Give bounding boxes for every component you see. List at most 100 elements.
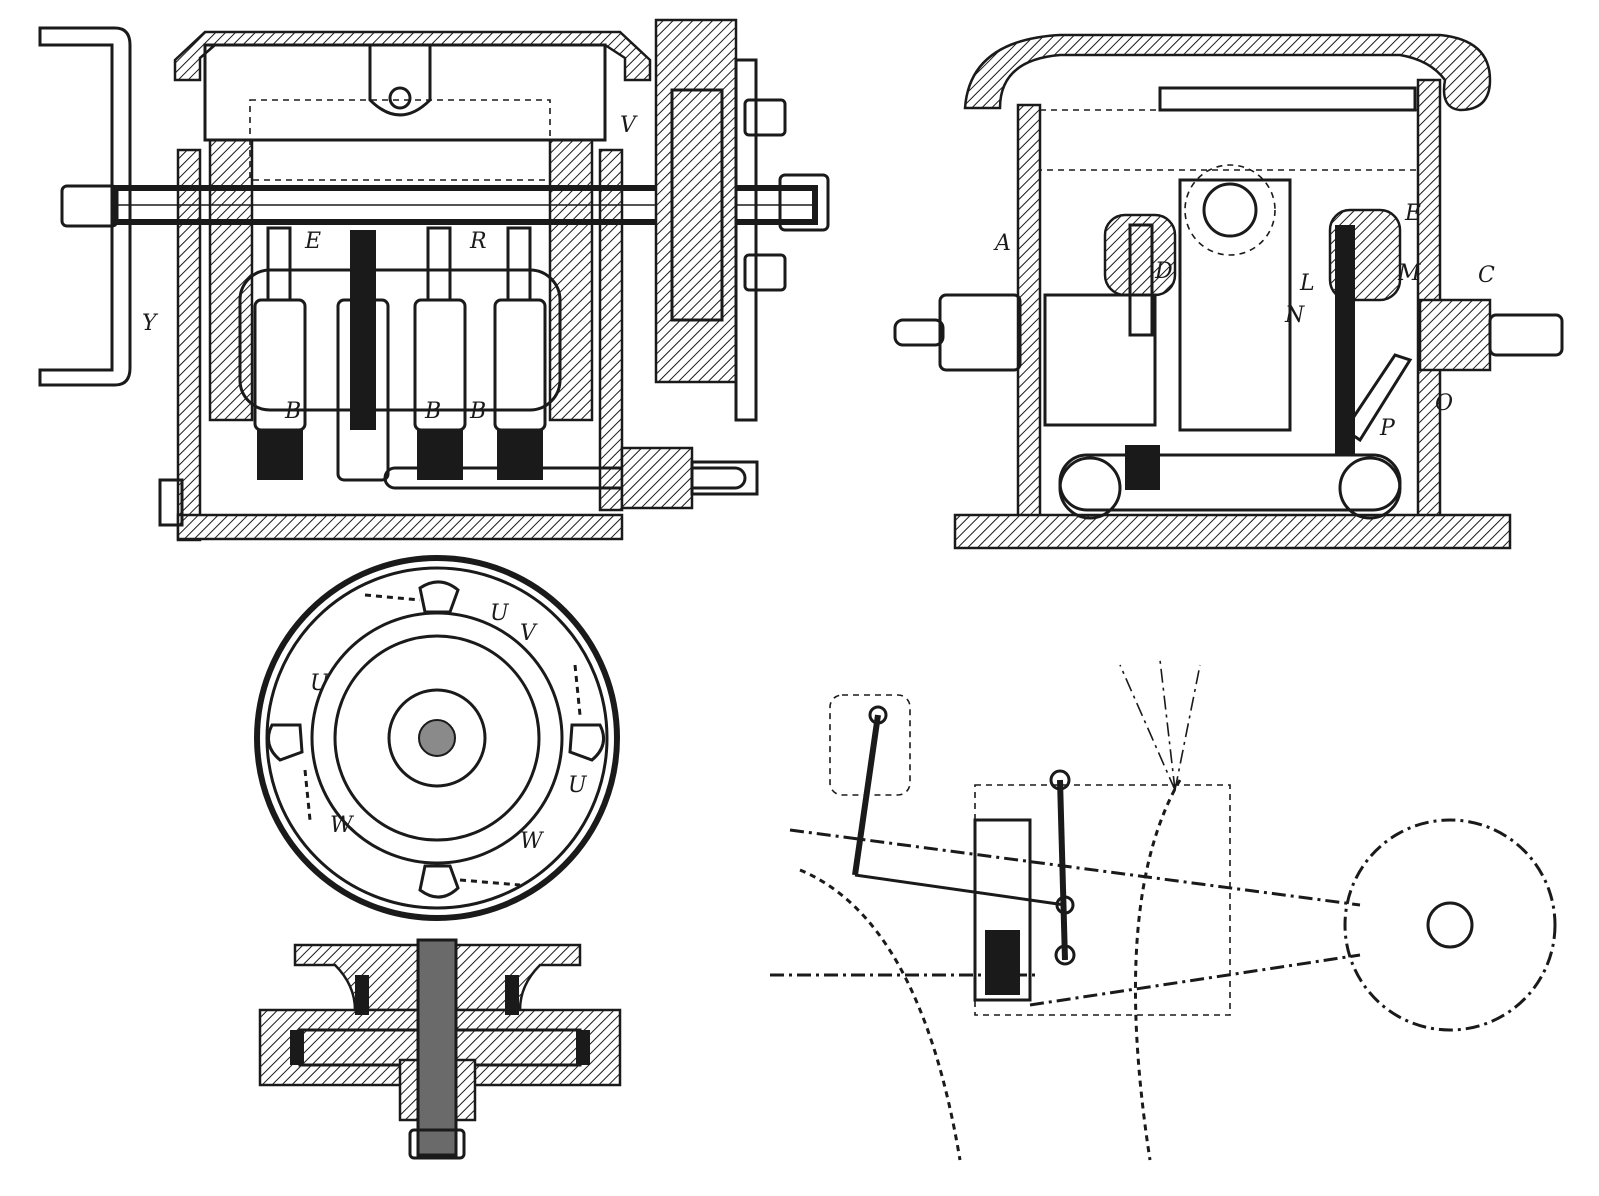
linkage-right-curve [1133, 779, 1182, 1161]
label-B-1: B [284, 399, 301, 424]
cross-section-view: A D E L M N C P O [893, 33, 1564, 550]
cross-chamber [1039, 109, 1419, 171]
pump-d-plunger [1125, 445, 1160, 490]
upper-chamber [203, 43, 607, 142]
linkage-wheel-hub [1426, 901, 1474, 949]
flywheel-hub-inner [387, 688, 487, 788]
cross-shaft [1202, 182, 1258, 238]
cross-lid [963, 33, 1492, 112]
flywheel-pawls [266, 580, 606, 899]
linkage-diagram-view [770, 659, 1557, 1161]
outlet-pipe [383, 466, 747, 490]
pump-d-stem [1128, 223, 1154, 337]
label-N: N [1284, 303, 1305, 328]
section-left-stud [290, 1030, 304, 1065]
shaft-end-nut [778, 173, 830, 232]
right-valve [1418, 298, 1492, 372]
linkage-wheel [1343, 818, 1557, 1032]
drive-bracket [734, 58, 758, 422]
linkage-crossbar [854, 873, 1066, 907]
left-fitting [938, 293, 1022, 372]
right-nozzle [1488, 313, 1564, 357]
cross-base [953, 513, 1512, 550]
left-block [1043, 293, 1157, 427]
outlet-nozzle [690, 460, 759, 496]
section-right-pin [505, 975, 519, 1015]
cross-rack [1158, 86, 1417, 112]
label-L: L [1299, 271, 1315, 296]
casing-right-wall [598, 148, 624, 512]
label-B-3: B [469, 399, 486, 424]
flywheel-springs [303, 593, 582, 887]
linkage-beam-bottom [1029, 953, 1361, 1007]
linkage-lower-curve [799, 868, 962, 1161]
linkage-pivot-3 [1055, 895, 1075, 915]
drive-housing-inner [670, 88, 724, 322]
label-U-2: U [310, 671, 330, 696]
drive-housing [654, 18, 738, 384]
cross-slide [1178, 178, 1292, 432]
crank-handle [38, 26, 132, 387]
casing-lid [173, 30, 652, 82]
casing-bottom [176, 513, 624, 541]
linkage-cylinder [973, 818, 1032, 1002]
lid-screw [388, 86, 412, 110]
left-nozzle [893, 318, 945, 347]
label-A: A [993, 231, 1011, 256]
linkage-top-bracket [829, 694, 911, 796]
linkage-piston [985, 930, 1020, 995]
pump-1 [253, 226, 307, 480]
upper-nut [743, 98, 787, 137]
label-R: R [469, 229, 487, 254]
section-shaft [416, 938, 458, 1157]
label-E-cross: E [1404, 201, 1421, 226]
label-W-1: W [330, 813, 355, 838]
section-left-pin [355, 975, 369, 1015]
linkage-rod-right [1057, 779, 1068, 961]
flywheel-rim [254, 555, 620, 921]
linkage-swing-3 [1174, 664, 1201, 791]
outlet-fitting [620, 446, 694, 510]
linkage-pivot-1 [868, 705, 888, 725]
lever-arm [1342, 353, 1413, 443]
flywheel-section-view [258, 938, 622, 1160]
linkage-swing-2 [1159, 659, 1176, 791]
label-W-2: W [520, 829, 545, 854]
label-U-1: U [490, 601, 510, 626]
label-P: P [1379, 416, 1396, 441]
roller-track [1058, 453, 1402, 512]
label-U-3: U [568, 773, 588, 798]
handle-nut [60, 184, 119, 228]
eccentric-frame [238, 268, 562, 412]
lid-lug [368, 45, 432, 117]
pump-e-rod [1335, 225, 1355, 455]
left-roller [1058, 456, 1122, 520]
flywheel-bore [418, 719, 456, 757]
right-roller [1338, 456, 1402, 520]
linkage-pivot-4 [1054, 944, 1076, 966]
linkage-rod-left [852, 714, 881, 876]
cross-shaft-ring [1184, 164, 1276, 256]
upper-chamber-dashed [249, 99, 551, 181]
right-bearing [548, 138, 594, 422]
label-O: O [1435, 391, 1453, 416]
linkage-pivot-2 [1049, 769, 1071, 791]
label-B-2: B [424, 399, 441, 424]
base-bolt [158, 478, 184, 527]
label-E: E [304, 229, 321, 254]
pump-4 [493, 226, 547, 480]
section-shaft-nut [408, 1128, 466, 1160]
longitudinal-section-view: V E R Y B B B [38, 18, 830, 542]
label-V-fly: V [520, 621, 538, 646]
label-D: D [1154, 259, 1173, 284]
pump-3 [413, 226, 467, 480]
flywheel-hub-mid [333, 634, 541, 842]
linkage-beam-top [789, 828, 1361, 907]
lower-nut [743, 253, 787, 292]
label-C: C [1478, 263, 1495, 288]
linkage-swing-1 [1119, 664, 1176, 791]
label-Y: Y [142, 311, 159, 336]
flywheel-face-view: U V U U W W [254, 555, 620, 921]
label-V: V [620, 113, 638, 138]
section-right-stud [576, 1030, 590, 1065]
